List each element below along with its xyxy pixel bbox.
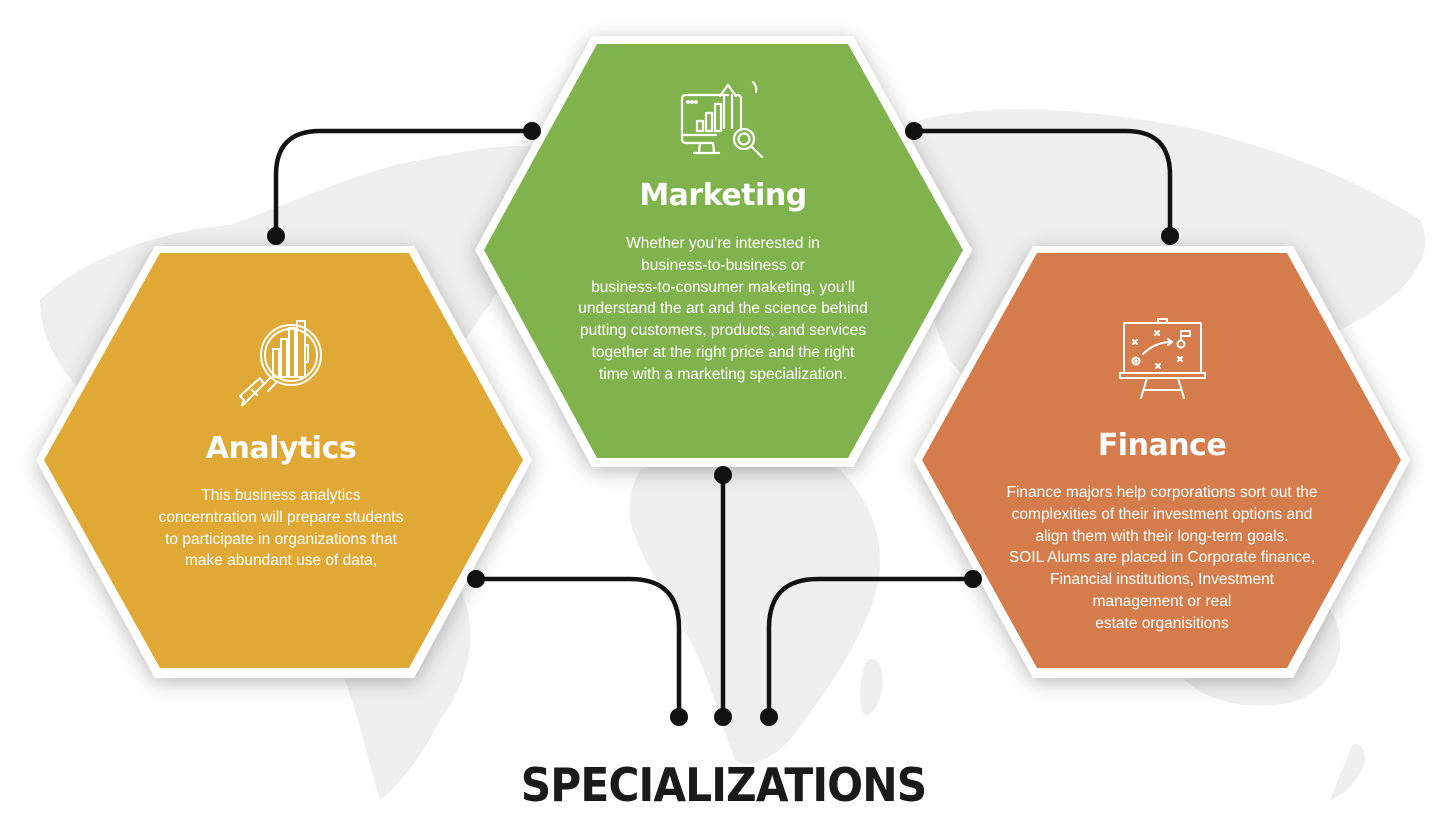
- dot-analytics-right: [467, 570, 485, 588]
- dot-marketing-bottom: [714, 466, 732, 484]
- strategy-board-easel-icon: [1119, 318, 1206, 399]
- dot-bottom-left: [670, 708, 688, 726]
- dot-marketing-left: [523, 122, 541, 140]
- connector-finance-title: [766, 576, 976, 720]
- dot-bottom-center: [714, 708, 732, 726]
- hexagon-analytics[interactable]: [36, 246, 532, 678]
- hexagon-analytics-fill: [44, 253, 523, 668]
- hexagon-marketing-fill: [484, 44, 963, 458]
- connector-analytics-title: [473, 576, 682, 720]
- monitor-chart-magnifier-icon: [680, 80, 764, 159]
- magnifier-bar-chart-icon: [239, 320, 322, 407]
- dot-bottom-right: [760, 708, 778, 726]
- connector-lines: [273, 128, 1173, 720]
- analytics-description: This business analytics concerntration w…: [158, 487, 404, 570]
- finance-description: Finance majors help corporations sort ou…: [1006, 484, 1318, 632]
- page-title: SPECIALIZATIONS: [520, 758, 927, 812]
- connector-dots: [267, 122, 1179, 726]
- marketing-description: Whether you’re interested in business-to…: [578, 235, 868, 383]
- dot-finance-top: [1161, 227, 1179, 245]
- dot-marketing-right: [905, 122, 923, 140]
- hexagon-marketing[interactable]: [475, 36, 972, 467]
- analytics-title: Analytics: [205, 431, 357, 466]
- connector-marketing-finance: [911, 128, 1173, 239]
- hexagon-finance[interactable]: [914, 246, 1410, 678]
- hexagon-finance-fill: [922, 253, 1401, 668]
- marketing-title: Marketing: [639, 178, 807, 213]
- connector-marketing-analytics: [273, 128, 535, 239]
- dot-finance-left: [964, 570, 982, 588]
- dot-analytics-top: [267, 227, 285, 245]
- finance-title: Finance: [1097, 428, 1227, 463]
